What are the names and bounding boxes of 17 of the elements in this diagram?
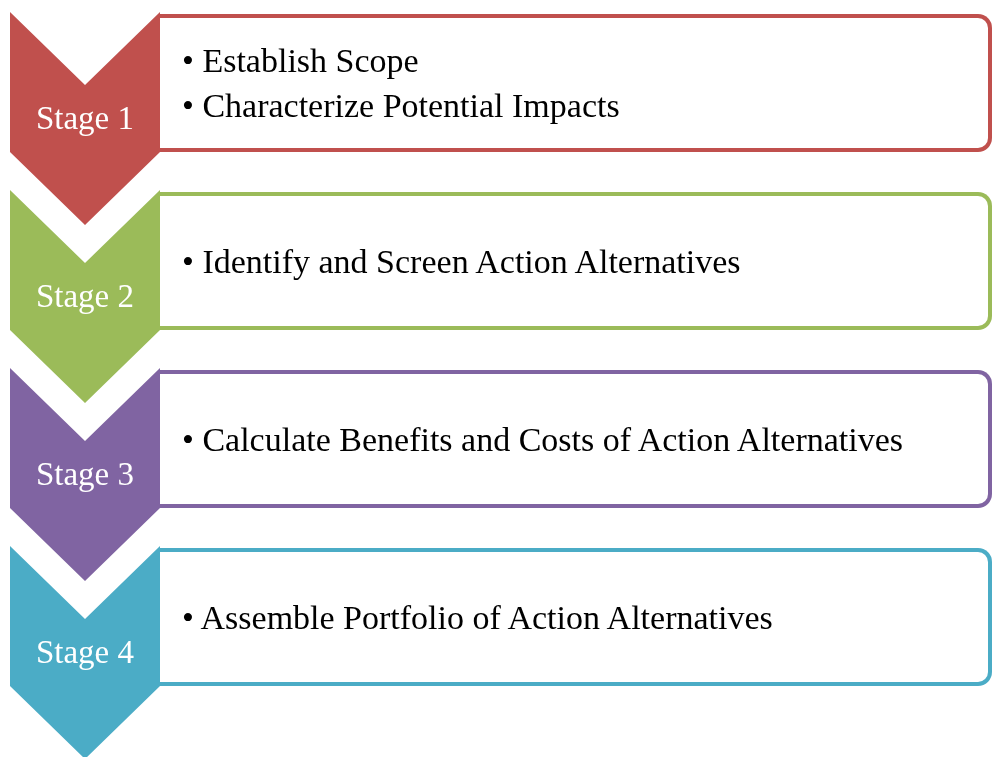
step-box [160,14,992,152]
step-box [160,192,992,330]
stage-label: Stage 3 [34,456,136,493]
chevron-shape [10,546,160,757]
stage-label: Stage 4 [34,634,136,671]
chevron-shape [10,190,160,403]
stage-label: Stage 2 [34,278,136,315]
bullet-item: • Characterize Potential Impacts [182,86,620,126]
bullet-item: • Calculate Benefits and Costs of Action Alternatives [182,419,904,460]
step-box [160,370,992,508]
bullet-item: • Establish Scope [182,41,419,81]
step-box [160,548,992,686]
bullet-item: • Assemble Portfolio of Action Alternatives [182,597,773,638]
chevron-shape [10,368,160,581]
stage-label: Stage 1 [34,100,136,137]
chevron-shape [10,12,160,225]
bullet-item: • Identify and Screen Action Alternatives [182,241,741,282]
